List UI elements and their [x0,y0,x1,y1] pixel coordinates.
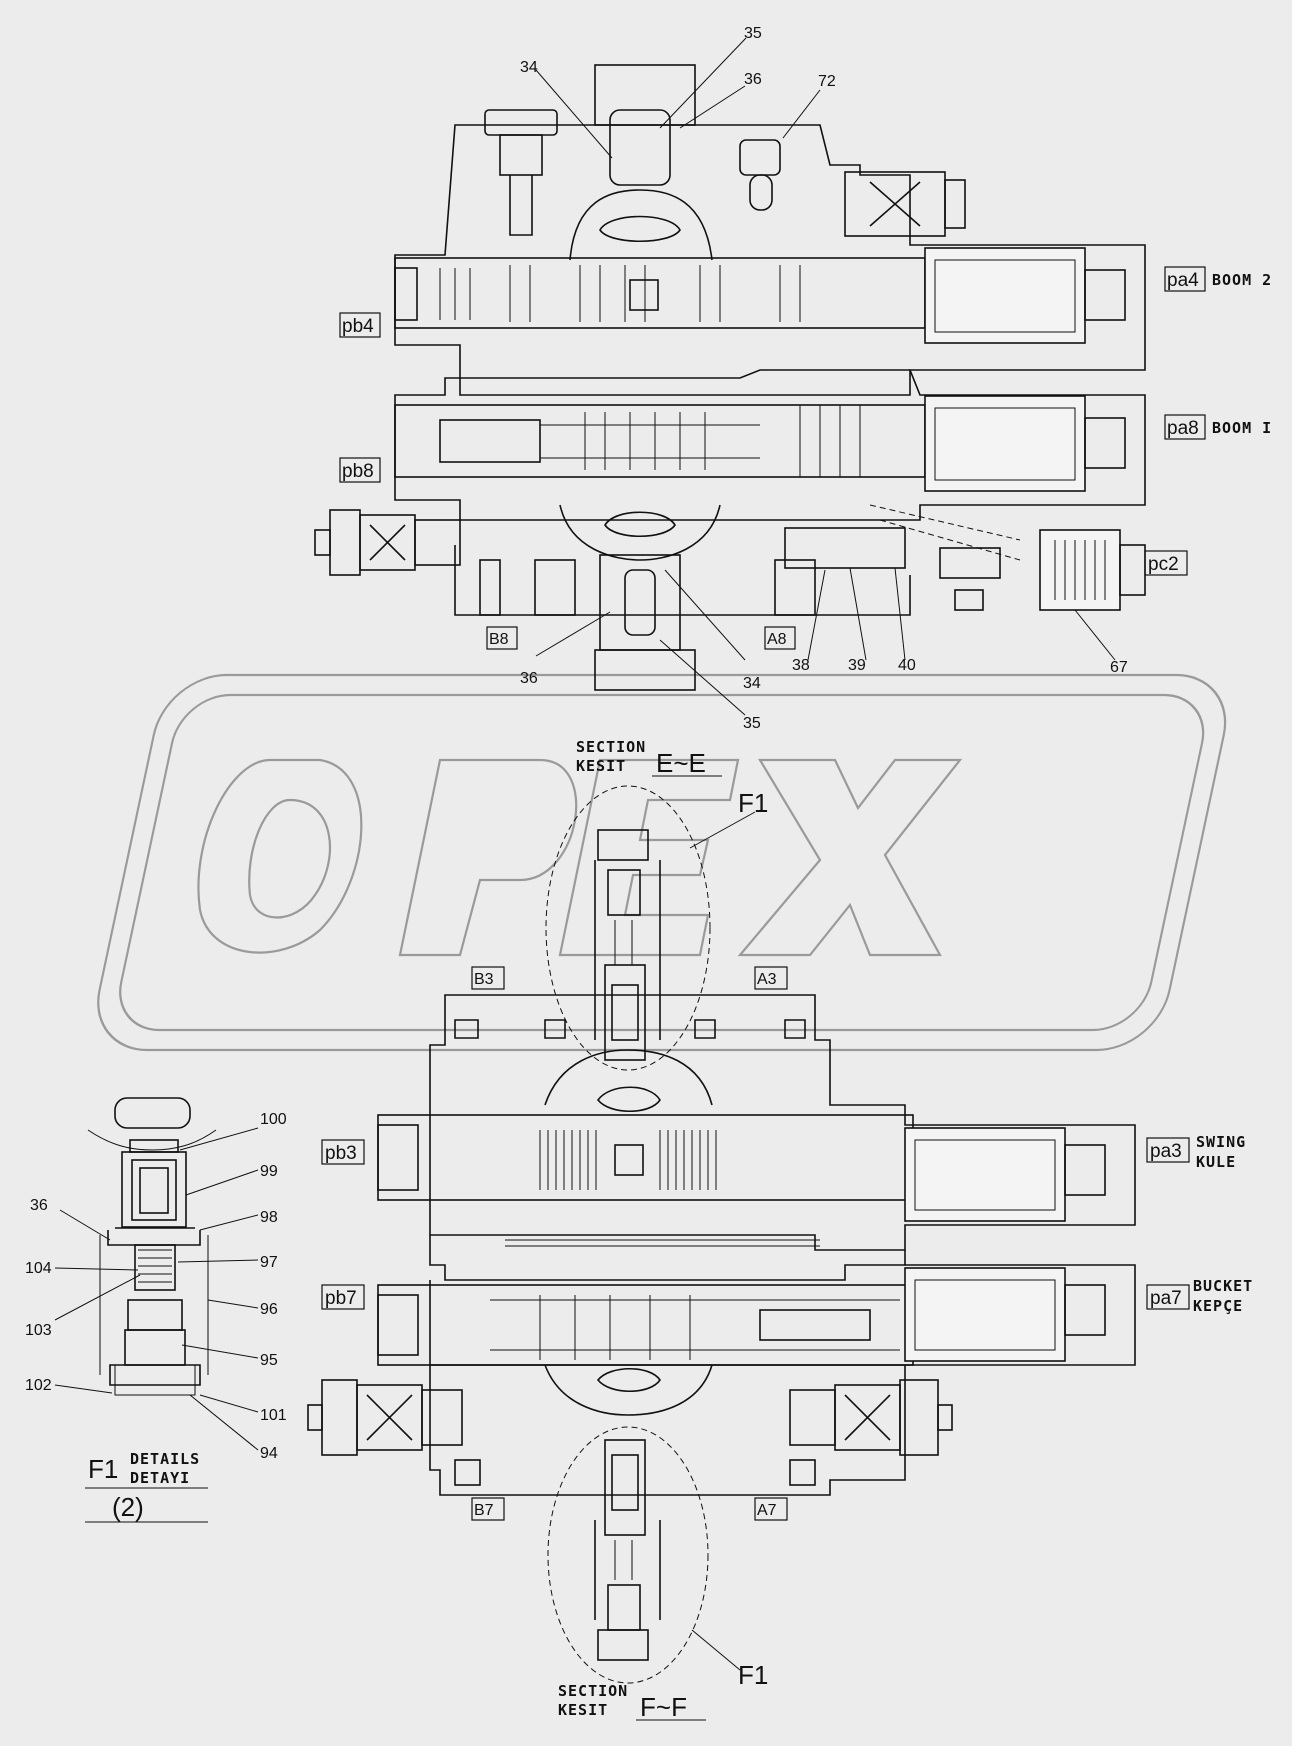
port-pb7: pb7 [325,1288,357,1309]
watermark [97,673,1227,1052]
detail-f1-callouts: 100 99 98 36 97 104 96 103 95 102 101 94 [25,1111,287,1462]
callout-72: 72 [818,73,836,90]
top-port-labels: pb4 pa4 BOOM 2 pb8 pa8 BOOM I pc2 B8 A8 [339,266,1272,650]
callout-102: 102 [25,1377,52,1394]
detail-f1-drawing [87,1097,217,1396]
callout-34-bot: 34 [743,675,761,692]
top-callouts: 34 35 36 72 36 34 35 38 39 40 67 [520,25,1128,732]
section-e-kesit: KESIT [576,757,626,775]
section-f-kesit: KESIT [558,1701,608,1719]
detail-f1-callout-bottom: F1 [547,1426,768,1690]
port-pa3: pa3 [1150,1141,1182,1162]
section-f-name: F~F [640,1692,687,1722]
port-b8: B8 [489,631,509,648]
callout-40: 40 [898,657,916,674]
port-b7: B7 [474,1502,494,1519]
section-e-title: SECTION KESIT E~E [576,738,722,778]
callout-96: 96 [260,1301,278,1318]
callout-36-detail: 36 [30,1197,48,1214]
callout-98: 98 [260,1209,278,1226]
function-boom1: BOOM I [1212,419,1272,437]
detail-f1-title: F1 DETAILS DETAYI (2) [85,1450,208,1523]
port-pc2: pc2 [1148,554,1179,575]
detail-f1-scale: (2) [112,1492,144,1522]
port-b3: B3 [474,971,494,988]
callout-35-bot: 35 [743,715,761,732]
section-e-label: SECTION [576,738,646,756]
callout-94: 94 [260,1445,278,1462]
function-swing: SWING [1196,1133,1246,1151]
function-bucket: BUCKET [1193,1277,1253,1295]
port-a3: A3 [757,971,777,988]
port-pa4: pa4 [1167,270,1199,291]
callout-34-top: 34 [520,59,538,76]
detail-f1-callout-top: F1 [545,785,768,1071]
port-pb3: pb3 [325,1143,357,1164]
port-pa8: pa8 [1167,418,1199,439]
detail-ref-bottom: F1 [738,1660,768,1690]
callout-95: 95 [260,1352,278,1369]
bottom-valve-body [307,829,1136,1661]
callout-103: 103 [25,1322,52,1339]
section-f-label: SECTION [558,1682,628,1700]
callout-38: 38 [792,657,810,674]
section-f-title: SECTION KESIT F~F [558,1682,706,1722]
callout-67: 67 [1110,659,1128,676]
callout-97: 97 [260,1254,278,1271]
port-pb8: pb8 [342,461,374,482]
callout-100: 100 [260,1111,287,1128]
callout-39: 39 [848,657,866,674]
detail-f1-ref: F1 [88,1454,118,1484]
callout-36-top: 36 [744,71,762,88]
callout-99: 99 [260,1163,278,1180]
callout-104: 104 [25,1260,52,1277]
function-boom2: BOOM 2 [1212,271,1272,289]
callout-35-top: 35 [744,25,762,42]
function-kepce: KEPÇE [1193,1297,1243,1315]
callout-101: 101 [260,1407,287,1424]
port-pb4: pb4 [342,316,374,337]
port-a7: A7 [757,1502,777,1519]
section-e-name: E~E [656,748,706,778]
port-a8: A8 [767,631,787,648]
function-kule: KULE [1196,1153,1236,1171]
detail-f1-details: DETAILS [130,1450,200,1468]
detail-ref-top: F1 [738,788,768,818]
callout-36-bot: 36 [520,670,538,687]
detail-f1-detayi: DETAYI [130,1469,190,1487]
port-pa7: pa7 [1150,1288,1182,1309]
top-valve-body [314,64,1146,691]
bottom-port-labels: B3 A3 pb3 pa3 SWING KULE pb7 pa7 BUCKET … [321,966,1253,1521]
